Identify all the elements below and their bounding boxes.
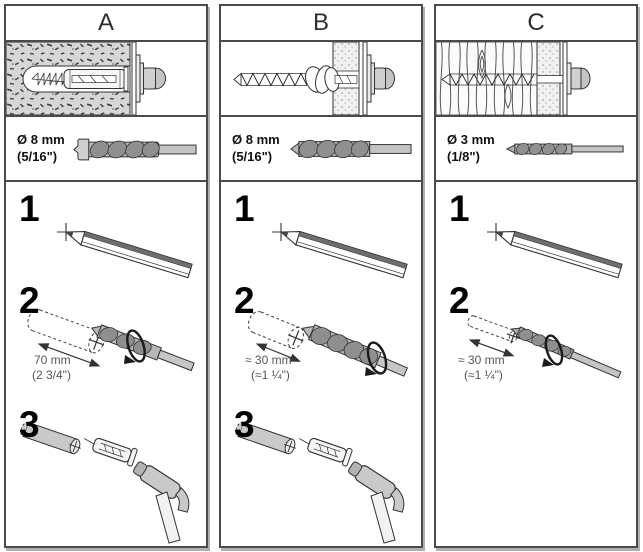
wood-screw-diagram: [436, 42, 591, 115]
panel-title: C: [436, 6, 636, 42]
drill-hole-depth: [247, 311, 305, 349]
panel-title: A: [6, 6, 206, 42]
step-number-1: 1: [19, 188, 40, 229]
drill-size-label: Ø 8 mm (5/16"): [17, 132, 65, 166]
drill-size-metric: Ø 3 mm: [447, 131, 495, 147]
panel-concrete-wall: A: [4, 4, 208, 548]
step-number-2: 2: [234, 280, 255, 321]
depth-arrow: [37, 343, 101, 367]
hammer-handle: [370, 491, 396, 544]
twist-drill-bit-icon: [289, 139, 412, 158]
hammer-icon: [348, 461, 405, 544]
step-number-3: 3: [234, 404, 255, 445]
screw-head: [570, 67, 582, 90]
thin-drill-bit-icon: [505, 142, 624, 155]
drill-spec-row: Ø 8 mm (5/16"): [221, 117, 421, 182]
hole-depth-label: ≈ 30 mm: [245, 353, 292, 367]
hole-depth-label: ≈ 30 mm: [458, 353, 505, 367]
steps-illustration: [20, 223, 195, 544]
drill-size-imperial: (1/8"): [447, 148, 480, 164]
drill-size-label: Ø 3 mm (1/8"): [447, 132, 495, 166]
masonry-drill-bit-icon: [72, 138, 197, 160]
screw-threads: [449, 72, 535, 87]
mounted-plate: [562, 42, 568, 115]
hollow-wall-anchor-diagram: [233, 42, 395, 115]
hole-depth-label-alt: (≈1 ¼"): [464, 368, 503, 382]
panel-hollow-wall: B: [219, 4, 423, 548]
steps-area: 1 2 ≈ 30 mm (≈1 ¼"): [436, 182, 636, 546]
steps-area: 1 2 3 ≈ 30 mm (≈1 ¼"): [221, 182, 421, 546]
steps-illustration: [467, 223, 623, 379]
bolt-head: [143, 67, 156, 90]
panel-title: B: [221, 6, 421, 42]
drill-size-metric: Ø 8 mm: [17, 131, 65, 147]
rotation-arrow-icon: [542, 334, 564, 367]
concrete-anchor-diagram: [6, 42, 166, 115]
step-number-2: 2: [449, 280, 470, 321]
screw-threads: [240, 72, 308, 87]
step-number-1: 1: [234, 188, 255, 229]
drilled-hole-icon: [235, 421, 296, 455]
pencil-icon: [64, 230, 193, 279]
drill-bit-icon: [301, 324, 409, 377]
hole-depth-label: 70 mm: [34, 353, 71, 367]
screw-tip: [233, 72, 242, 87]
drill-spec-row: Ø 8 mm (5/16"): [6, 117, 206, 182]
hollow-wall-illustration: [221, 42, 421, 117]
screw-head: [374, 67, 386, 90]
drill-bit-icon: [511, 326, 622, 379]
step-number-3: 3: [19, 404, 40, 445]
step-number-2: 2: [19, 280, 40, 321]
drill-size-label: Ø 8 mm (5/16"): [232, 132, 280, 166]
rotation-arrow-icon: [365, 341, 388, 376]
pencil-icon: [494, 230, 623, 279]
steps-illustration: [235, 223, 409, 544]
drill-size-metric: Ø 8 mm: [232, 131, 280, 147]
hammer-handle: [155, 491, 181, 544]
drill-bit-icon: [90, 324, 195, 372]
depth-arrow: [468, 339, 515, 357]
pencil-icon: [279, 230, 408, 279]
steps-area: 1 2 3 70 mm (2 3/4"): [6, 182, 206, 546]
screw-tip: [441, 73, 451, 86]
mounted-plate: [131, 42, 137, 115]
carbide-tip: [72, 138, 89, 160]
drill-size-imperial: (5/16"): [232, 148, 273, 164]
rotation-arrow-icon: [124, 329, 146, 364]
washer: [366, 54, 372, 103]
panel-wood-wall: C: [434, 4, 638, 548]
wall-plug-icon: [84, 437, 138, 467]
concrete-wall-illustration: [6, 42, 206, 117]
hole-depth-label-alt: (≈1 ¼"): [251, 368, 290, 382]
washer: [566, 62, 572, 95]
washer: [135, 54, 141, 103]
wall-plug-icon: [299, 437, 353, 467]
screw-shank: [536, 75, 564, 84]
step-number-1: 1: [449, 188, 470, 229]
mounted-plate: [362, 42, 368, 115]
hammer-icon: [133, 461, 190, 544]
drilled-hole-icon: [20, 421, 81, 455]
wood-wall-illustration: [436, 42, 636, 117]
hole-depth-label-alt: (2 3/4"): [32, 368, 71, 382]
depth-arrow: [255, 343, 301, 362]
drill-size-imperial: (5/16"): [17, 148, 58, 164]
drill-spec-row: Ø 3 mm (1/8"): [436, 117, 636, 182]
